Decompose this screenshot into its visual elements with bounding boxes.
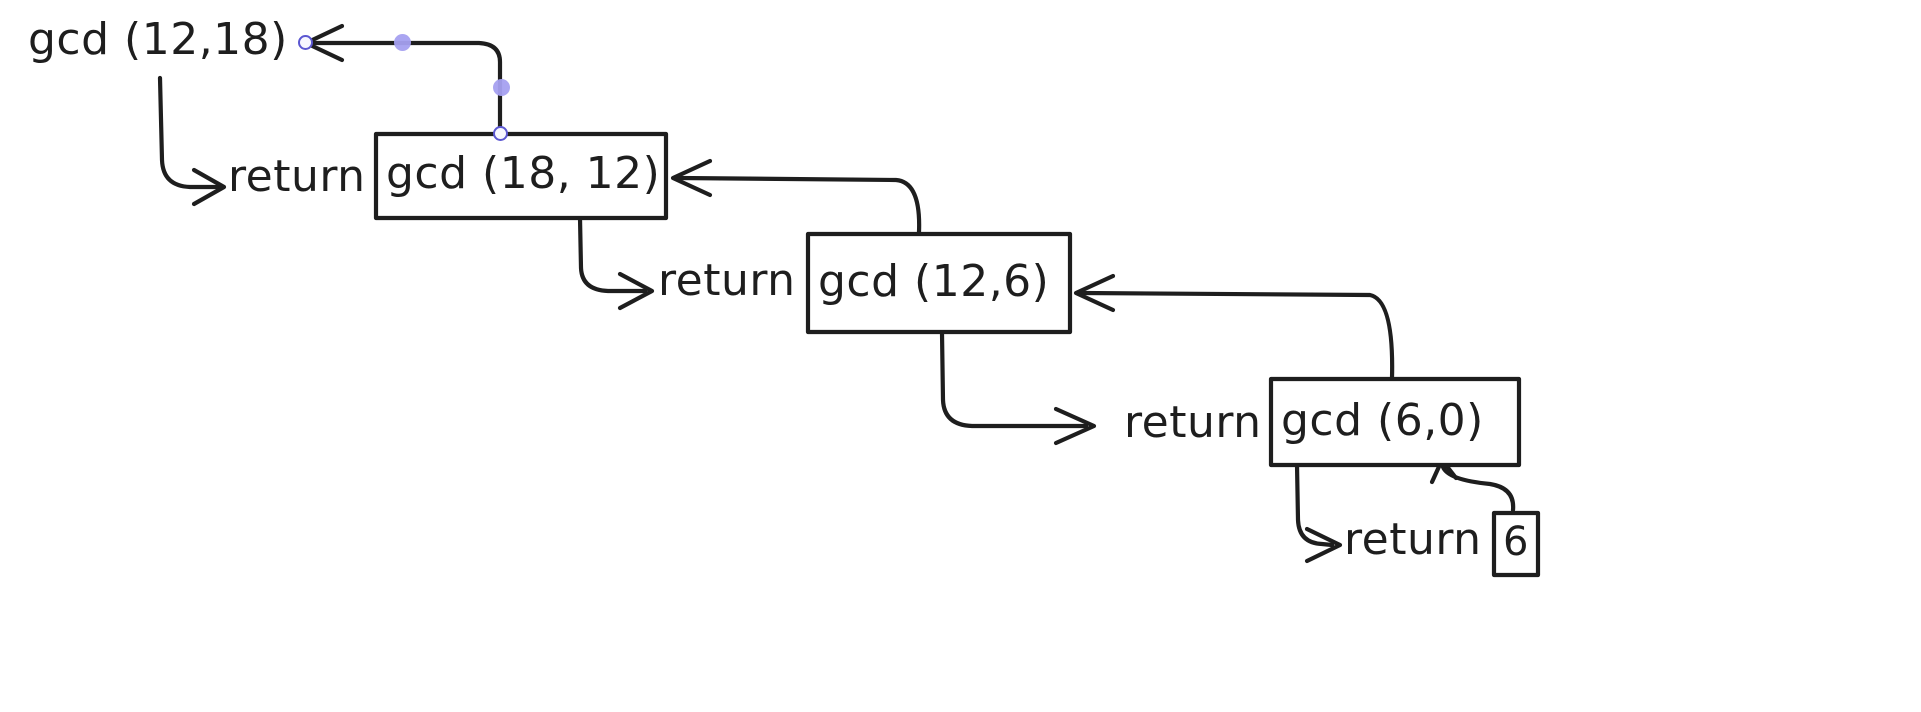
return-label-3: return (1344, 514, 1482, 565)
node-box-call3[interactable] (1268, 376, 1522, 468)
edge-call-3-value[interactable] (1294, 462, 1343, 564)
node-value-label[interactable]: 6 (1503, 519, 1529, 565)
selection-handle-endpoint-end[interactable] (493, 126, 508, 141)
edge-return-3-2[interactable] (1073, 273, 1395, 381)
node-box-call2[interactable] (805, 231, 1073, 335)
edge-call-2-3[interactable] (939, 330, 1097, 446)
return-label-1: return (658, 255, 796, 306)
selection-handle-midpoint-vertical[interactable] (493, 79, 510, 96)
return-label-0: return (228, 151, 366, 202)
edge-call-0-1[interactable] (157, 75, 227, 207)
edge-return-2-1[interactable] (670, 158, 922, 235)
node-call0-label[interactable]: gcd (12,18) (28, 14, 288, 65)
edge-call-1-2[interactable] (577, 215, 655, 311)
node-box-value[interactable] (1491, 510, 1541, 578)
selection-handle-endpoint-start[interactable] (298, 35, 313, 50)
node-call2-label[interactable]: gcd (12,6) (818, 256, 1050, 307)
return-label-2: return (1124, 397, 1262, 448)
node-box-call1[interactable] (373, 131, 669, 221)
selection-handle-midpoint-horizontal[interactable] (394, 34, 411, 51)
node-call1-label[interactable]: gcd (18, 12) (386, 148, 661, 199)
node-call3-label[interactable]: gcd (6,0) (1281, 395, 1484, 446)
edge-return-value-3[interactable] (1429, 457, 1516, 513)
